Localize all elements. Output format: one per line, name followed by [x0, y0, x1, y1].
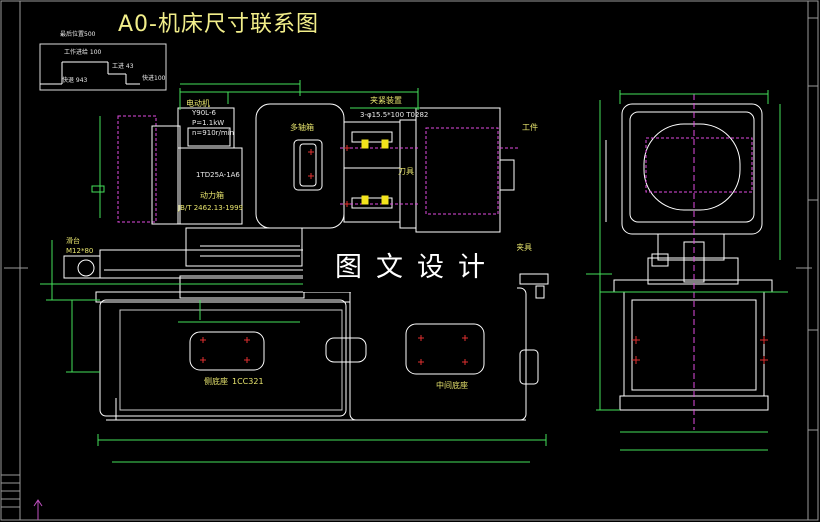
cycle-label-3: 快退 943: [62, 77, 88, 84]
main-view: [63, 103, 549, 421]
side-view-center-marks: [632, 336, 768, 364]
hidden-lines: [340, 147, 520, 205]
base-model-label: 1CC321: [232, 377, 264, 386]
feed-head-label: 动力箱: [200, 191, 224, 200]
watermark-text: 图文设计: [335, 251, 499, 283]
motor-model-label: Y90L-6: [192, 109, 216, 117]
tool-label: 刀具: [398, 167, 414, 176]
motor-speed-label: n=910r/min: [192, 129, 235, 137]
feed-head-model-label: 1TD25A-1A6: [196, 171, 240, 179]
side-view-dimensions: [586, 90, 788, 451]
slide-table-model-label: JB/T 2462.13-1999: [178, 204, 244, 212]
bolt-spec-label: M12*80: [66, 247, 94, 255]
cycle-label-2: 工作进给 100: [64, 49, 102, 56]
cycle-label-4: 工进 43: [112, 63, 134, 70]
cycle-label-1: 最后位置500: [60, 31, 96, 38]
fasteners: [361, 139, 389, 205]
spindle-box-label: 多轴箱: [290, 123, 314, 132]
base-middle-label: 中间底座: [436, 381, 468, 390]
motor-power-label: P=1.1kW: [192, 119, 225, 127]
watermark-box: 图文设计: [303, 236, 517, 292]
guide-sleeve-label: 夹紧装置: [370, 96, 402, 105]
side-view: [605, 94, 773, 430]
workpiece-label: 工件: [522, 123, 538, 132]
cycle-label-5: 快进100: [142, 75, 166, 82]
cycle-diagram: [39, 43, 167, 91]
guide-spec-label: 3-φ15.5*100 T0282: [360, 111, 429, 119]
center-marks: [200, 145, 468, 365]
motor-label: 电动机: [186, 99, 210, 108]
fixture-label: 夹具: [516, 243, 532, 252]
ucs-icon: [33, 499, 43, 520]
side-feed-label: 滑台: [66, 237, 80, 245]
drawing-title: A0-机床尺寸联系图: [118, 12, 319, 37]
base-left-label: 侧底座: [204, 377, 228, 386]
